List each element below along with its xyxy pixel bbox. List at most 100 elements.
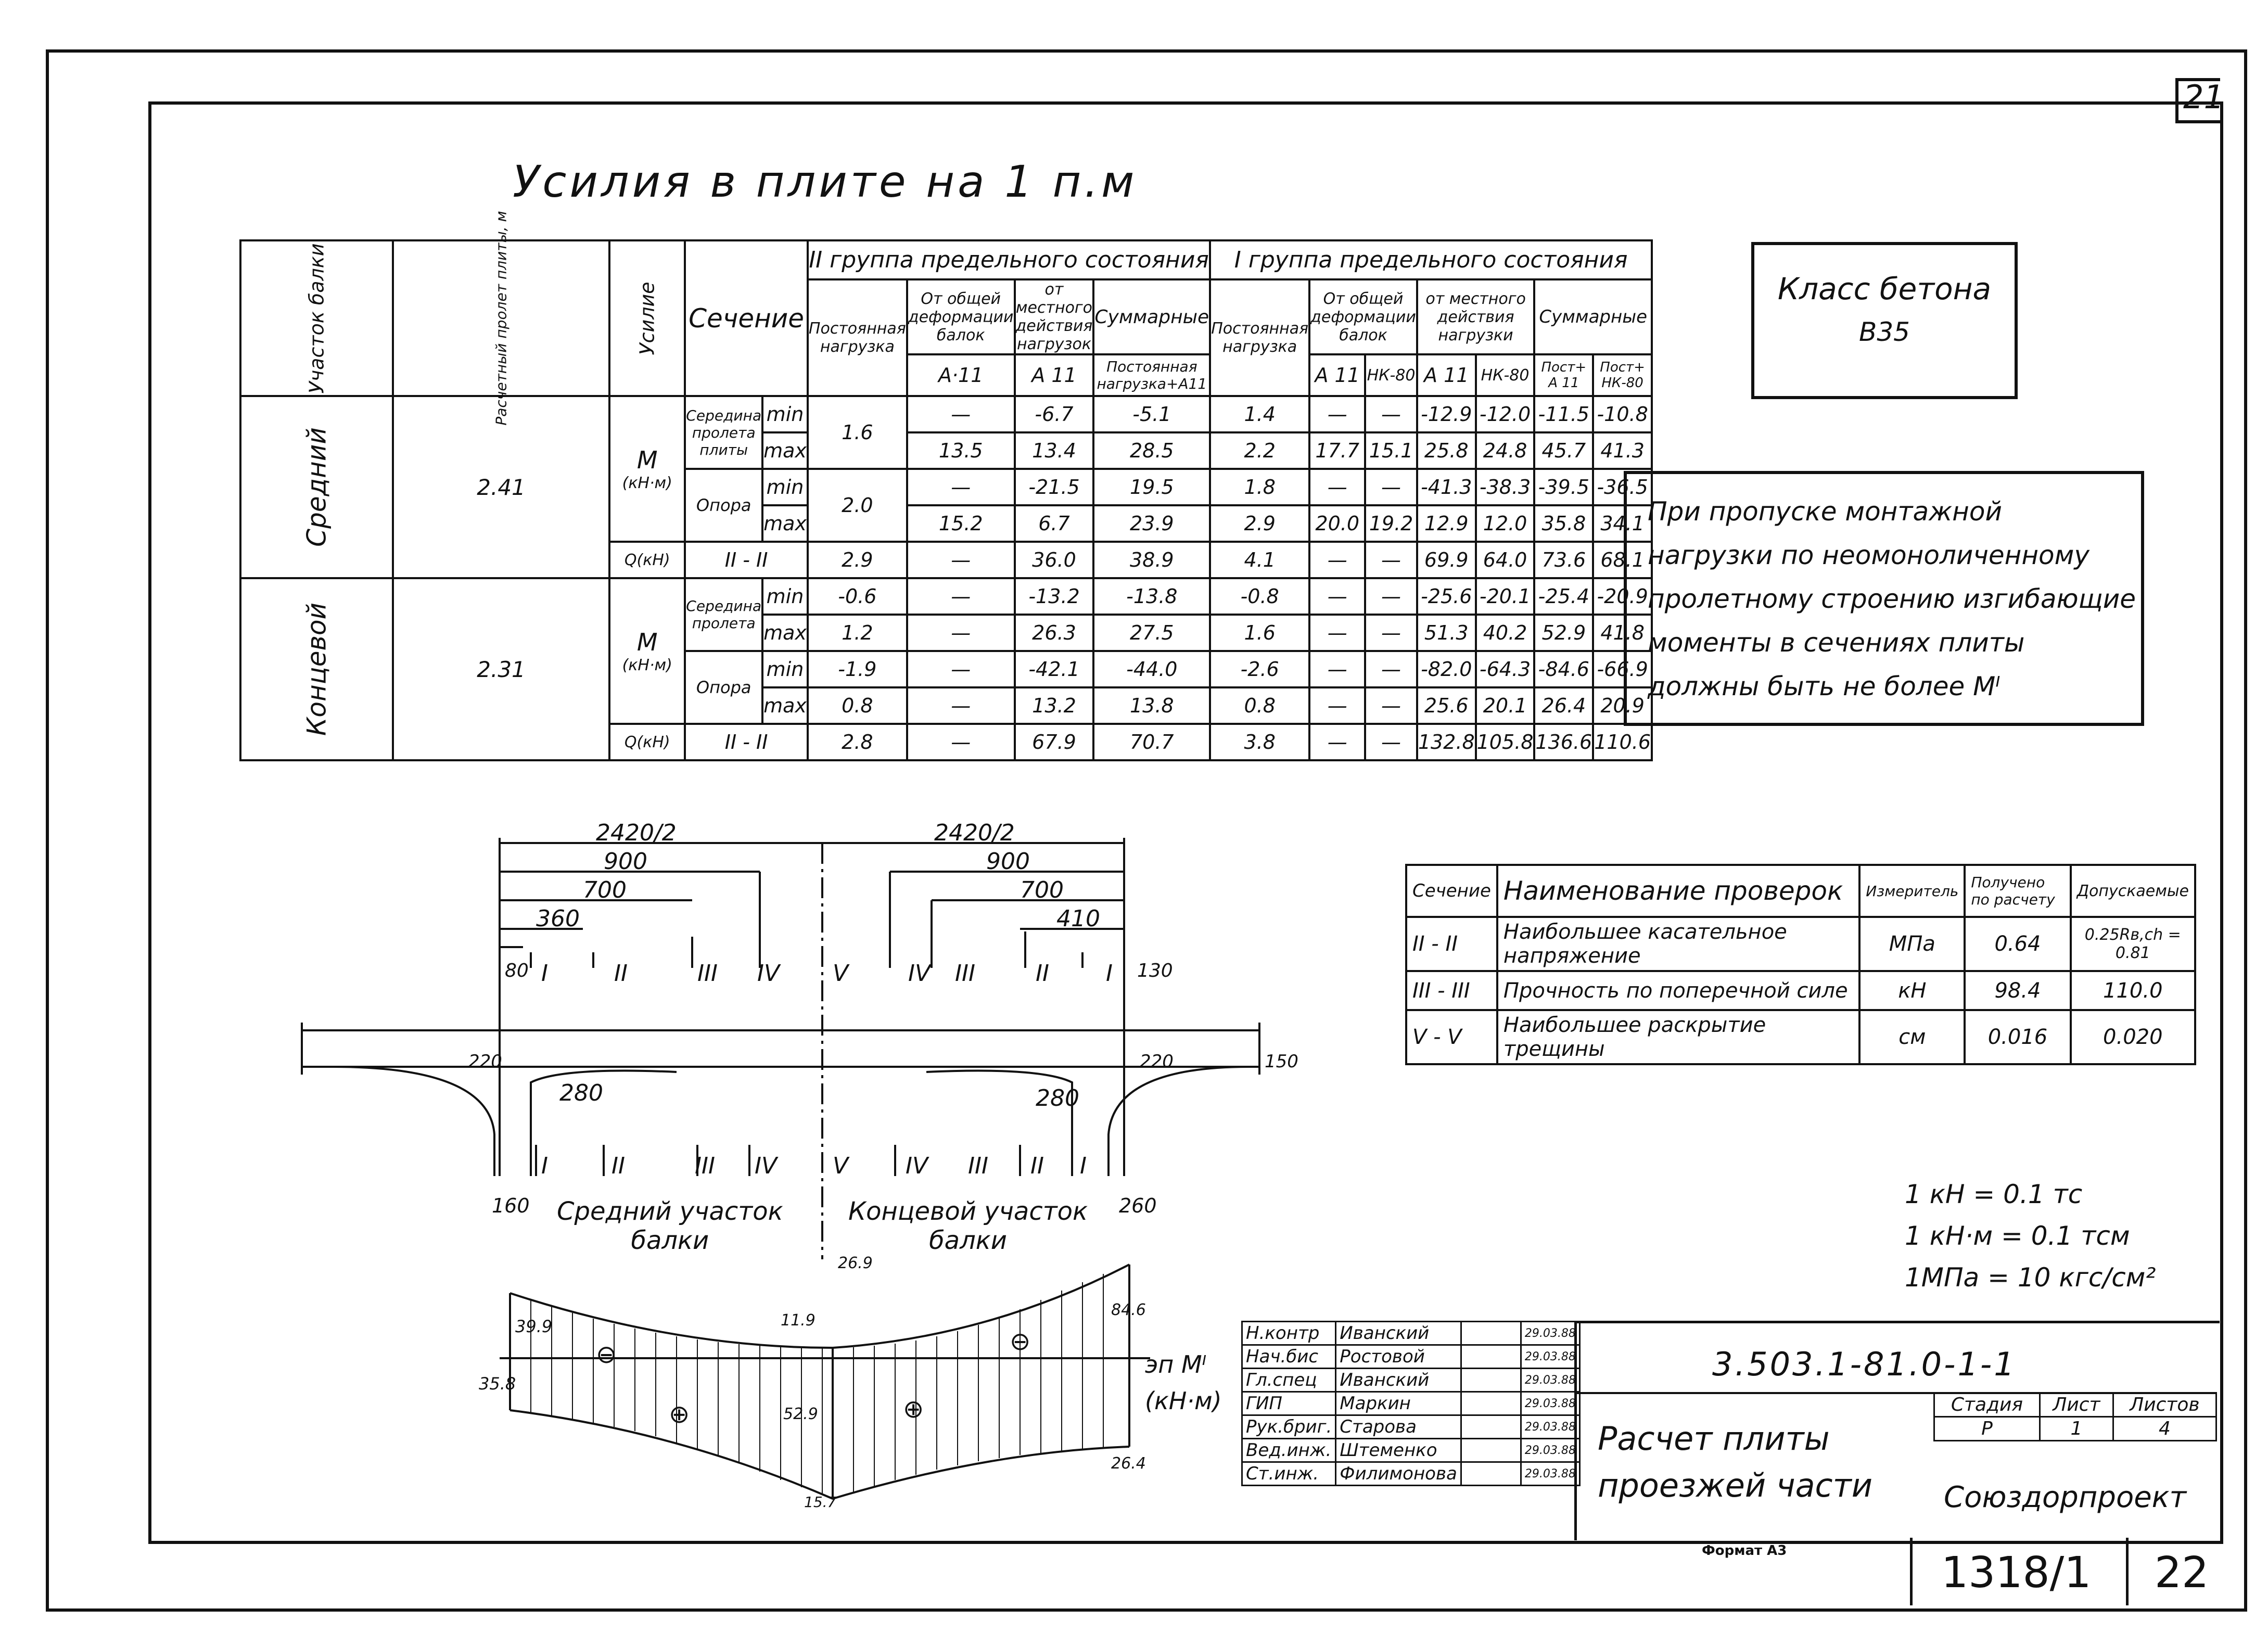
cell: 73.6 [1533,541,1595,579]
cell: 28.5 [1092,431,1212,470]
cell: 29.03.88 [1520,1438,1581,1463]
org-name: Союздорпроект [1944,1480,2187,1514]
section-support: Опора [684,468,764,543]
table-row: max 1.2 — 26.3 27.5 1.6 — — 51.3 40.2 52… [240,614,1653,652]
table-row: Опора min 2.0 — -21.5 19.5 1.8 — — -41.3… [240,468,1653,543]
dim-label: 260 [1119,1194,1157,1217]
cell: — [906,614,1016,652]
dim-label: 280 [559,1080,603,1106]
cell: max [761,431,809,470]
table-row: Средний 2.41 М(кН·м) Середина пролета пл… [239,395,1653,579]
cell: — [1308,468,1367,506]
section-mark: III [955,960,975,987]
cell: — [906,723,1016,761]
dim-label: 360 [536,905,580,932]
cell: 2.8 [806,723,908,761]
cell: -64.3 [1474,650,1536,688]
cell: -21.5 [1013,468,1095,506]
cell: min [761,650,809,688]
cell: 38.9 [1092,541,1212,579]
cell: 132.8 [1416,723,1477,761]
checks-head: Измеритель [1858,864,1966,918]
cell: Гл.спец [1241,1368,1337,1393]
cell: -84.6 [1533,650,1595,688]
cell: 27.5 [1092,614,1212,652]
cell: 0.25Rв,сh = 0.81 [2069,916,2197,972]
col-head-local-1: от местного действия нагрузки [1416,278,1536,355]
cell: — [1364,686,1418,725]
dim-label: 280 [1036,1085,1079,1112]
cell: min [761,577,809,616]
cell: Н.контр [1241,1321,1337,1346]
cell: — [1364,541,1418,579]
block-name: Средний [239,395,394,579]
cell: -1.9 [806,650,908,688]
cell: 98.4 [1964,970,2072,1011]
note-line: должны быть не более Мᴵ [1648,671,2001,701]
page-title: Усилия в плите на 1 п.м [513,156,1138,207]
cell: — [1308,686,1367,725]
cell: 34.1 [1592,504,1653,543]
diagram-value: 11.9 [781,1311,816,1330]
doc-title-line: проезжей части [1598,1466,1873,1504]
note-box: При пропуске монтажной нагрузки по неомо… [1624,471,2144,726]
shear-label: Q(кН) [608,541,686,579]
cell: 15.2 [906,504,1016,543]
cell: 12.9 [1416,504,1477,543]
cell: 4.1 [1209,541,1311,579]
section-mark: I [541,960,548,987]
cell: max [761,504,809,543]
cell: 41.3 [1592,431,1653,470]
diagram-label: эп Мᴵ [1145,1350,1207,1378]
cell: 64.0 [1474,541,1536,579]
minus-sign-icon: ⊖ [1010,1327,1031,1356]
stage-value: Р [1933,1416,2041,1441]
cell: Маркин [1335,1391,1462,1416]
cell: Иванский [1335,1368,1462,1393]
cell: 110.0 [2069,970,2197,1011]
cell: Наибольшее раскрытие трещины [1496,1009,1861,1065]
cell: 110.6 [1592,723,1653,761]
page-number: 21 [2183,78,2224,116]
cell: -20.1 [1474,577,1536,616]
cell: 0.64 [1964,916,2072,972]
table-row: Опора min -1.9 — -42.1 -44.0 -2.6 — — -8… [240,650,1653,725]
table-row: II - II Наибольшее касательное напряжени… [1405,916,2197,972]
moment-diagram [500,1263,1150,1500]
cell: 68.1 [1592,541,1653,579]
cell: Филимонова [1335,1461,1462,1486]
cell: -39.5 [1533,468,1595,506]
cell: -6.7 [1013,395,1095,433]
cell: min [761,468,809,506]
checks-head: Получено по расчету [1964,864,2072,918]
section-mark: II [614,960,628,987]
col-head-group1: I группа предельного состояния [1209,239,1653,280]
cell: 29.03.88 [1520,1321,1581,1346]
col-head-perm: Постоянная нагрузка [806,278,908,397]
checks-head: Наименование проверок [1496,864,1861,918]
cell: — [1364,395,1418,433]
cell: 20.1 [1474,686,1536,725]
cell: 26.4 [1533,686,1595,725]
sheets-header: Листов [2112,1392,2218,1418]
cell: -13.2 [1013,577,1095,616]
sheet-page: 22 [2155,1548,2209,1598]
cell: Прочность по поперечной силе [1496,970,1861,1011]
cell: — [1308,650,1367,688]
diagram-value: 26.4 [1111,1454,1146,1473]
table-row: max 0.8 — 13.2 13.8 0.8 — — 25.6 20.1 26… [240,686,1653,725]
section-mark: IV [755,1153,778,1179]
cell: -5.1 [1092,395,1212,433]
units-note: 1 кН = 0.1 тс 1 кН·м = 0.1 тсм 1МПа = 10… [1905,1173,2156,1298]
cell: max [761,614,809,652]
cell: min [761,395,809,433]
outer-frame [46,49,2247,1612]
cell: — [906,468,1016,506]
sheet-header: Лист [2038,1392,2114,1418]
plus-sign-icon: ⊕ [669,1400,690,1429]
cell: -13.8 [1092,577,1212,616]
cell: -20.9 [1592,577,1653,616]
cell: II - II [1405,916,1498,972]
